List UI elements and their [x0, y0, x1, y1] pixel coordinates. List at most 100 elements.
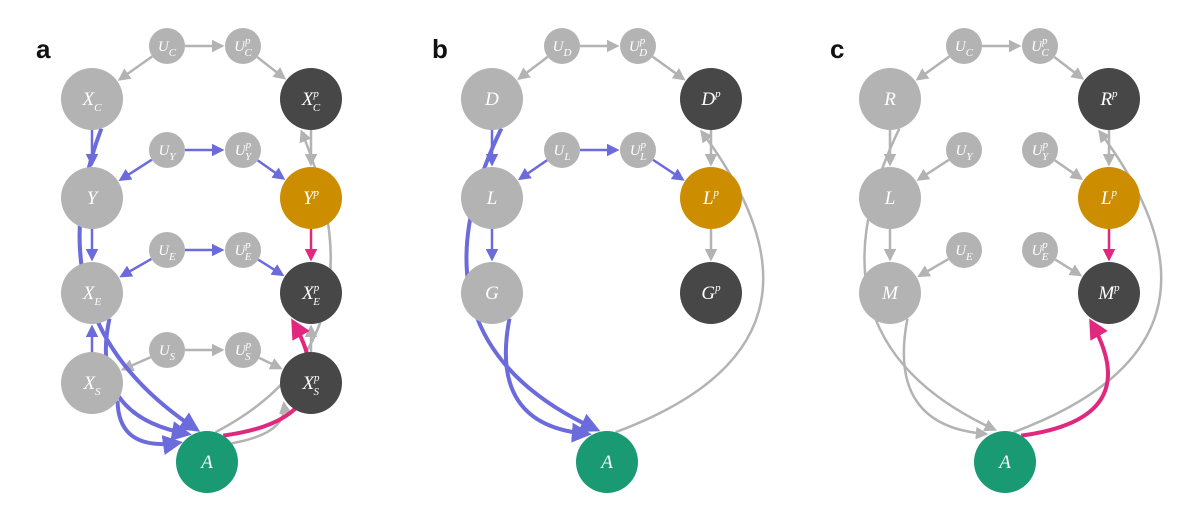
node-b-UL: UL	[544, 132, 580, 168]
node-circle	[946, 232, 982, 268]
node-label: UC	[158, 39, 177, 59]
edge-a-XS-to-A	[115, 400, 183, 455]
node-circle	[680, 262, 742, 324]
node-label: A	[199, 452, 213, 473]
edge-a-USp-to-XSp	[258, 356, 283, 370]
node-circle	[61, 68, 123, 130]
node-a-A: A	[176, 431, 238, 493]
node-a-XC: XC	[61, 68, 123, 130]
node-circle	[576, 431, 638, 493]
node-c-M: M	[859, 262, 921, 324]
node-circle	[149, 332, 185, 368]
edge-a-UEp-to-XEp	[257, 258, 285, 277]
node-b-UD: UD	[544, 28, 580, 64]
edge-a-UE-to-XE	[119, 257, 153, 278]
node-label: G	[485, 283, 499, 304]
node-circle	[1022, 232, 1058, 268]
edge-b-UDp-to-Dp	[651, 55, 686, 81]
node-circle	[859, 68, 921, 130]
node-b-G: G	[461, 262, 523, 324]
node-label: Dp	[700, 88, 721, 110]
node-circle	[1078, 68, 1140, 130]
node-c-R: R	[859, 68, 921, 130]
node-a-XE: XE	[61, 262, 123, 324]
node-circle	[859, 167, 921, 229]
node-b-D: D	[461, 68, 523, 130]
node-label: Rp	[1099, 88, 1118, 110]
node-label: Lp	[702, 187, 720, 209]
node-a-XS: XS	[61, 352, 123, 414]
node-label: A	[599, 452, 613, 473]
node-label: L	[884, 188, 896, 209]
node-circle	[974, 431, 1036, 493]
panel-label-a: a	[36, 34, 51, 64]
node-c-UC: UC	[946, 28, 982, 64]
node-a-UE: UE	[149, 232, 185, 268]
node-label: UY	[159, 143, 178, 163]
node-circle	[946, 28, 982, 64]
node-a-US: US	[149, 332, 185, 368]
node-circle	[1022, 28, 1058, 64]
node-b-Lp: Lp	[680, 167, 742, 229]
node-label: XE	[82, 283, 102, 308]
node-circle	[1078, 262, 1140, 324]
node-circle	[620, 132, 656, 168]
panel-label-b: b	[432, 34, 448, 64]
node-b-Dp: Dp	[680, 68, 742, 130]
node-label: UC	[955, 39, 974, 59]
node-circle	[859, 262, 921, 324]
node-circle	[149, 232, 185, 268]
node-label: US	[159, 343, 176, 363]
edge-c-A-to-Mp	[1020, 318, 1110, 438]
edge-a-UCp-to-XCp	[256, 56, 287, 80]
node-circle	[149, 28, 185, 64]
node-circle	[225, 28, 261, 64]
node-circle	[680, 167, 742, 229]
node-circle	[680, 68, 742, 130]
node-label: Y	[87, 188, 100, 209]
node-label: R	[883, 89, 896, 110]
node-c-Mp: Mp	[1078, 262, 1140, 324]
node-circle	[544, 132, 580, 168]
edge-a-UC-to-XC	[117, 55, 154, 81]
node-c-UE: UE	[946, 232, 982, 268]
panel-label-c: c	[830, 34, 844, 64]
node-label: UL	[554, 143, 571, 163]
node-c-Lp: Lp	[1078, 167, 1140, 229]
node-b-Gp: Gp	[680, 262, 742, 324]
node-circle	[225, 232, 261, 268]
node-circle	[461, 262, 523, 324]
edge-c-UYp-to-Lp	[1054, 159, 1084, 181]
node-label: D	[484, 89, 499, 110]
node-circle	[280, 352, 342, 414]
node-circle	[225, 332, 261, 368]
edge-c-UY-to-L	[916, 158, 950, 181]
edge-b-UL-to-L	[517, 159, 548, 181]
node-circle	[280, 262, 342, 324]
node-label: XC	[82, 89, 103, 114]
node-label: Gp	[701, 282, 721, 304]
node-circle	[461, 167, 523, 229]
node-a-Y: Y	[61, 167, 123, 229]
node-circle	[280, 68, 342, 130]
node-a-UY: UY	[149, 132, 185, 168]
